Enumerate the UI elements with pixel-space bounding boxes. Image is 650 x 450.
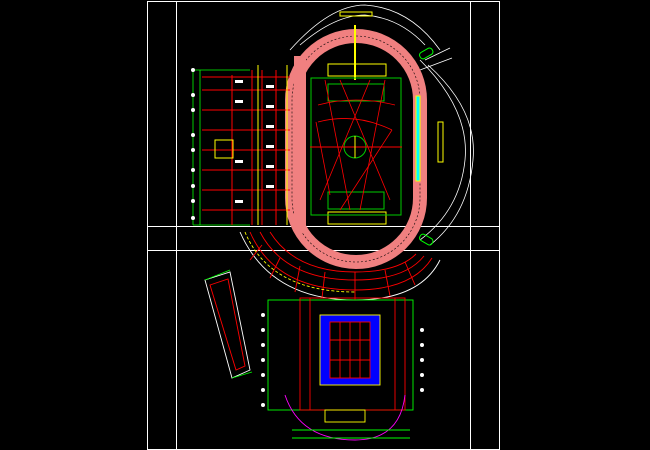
west-annex	[204, 269, 253, 379]
south-arc-building	[239, 231, 441, 301]
west-stand-building	[191, 65, 290, 226]
gymnasium-grid-markers	[261, 313, 424, 407]
north-stand-block	[327, 63, 387, 77]
south-stand-block	[327, 211, 387, 225]
east-stand-box	[437, 121, 444, 163]
football-field	[310, 77, 402, 216]
ramp-se	[419, 233, 434, 246]
east-bench	[415, 95, 421, 182]
west-stair	[214, 139, 234, 159]
stand-outline	[289, 4, 474, 246]
gymnasium-building	[267, 297, 414, 441]
north-entrance	[339, 11, 373, 17]
ramp-ne	[419, 47, 434, 60]
